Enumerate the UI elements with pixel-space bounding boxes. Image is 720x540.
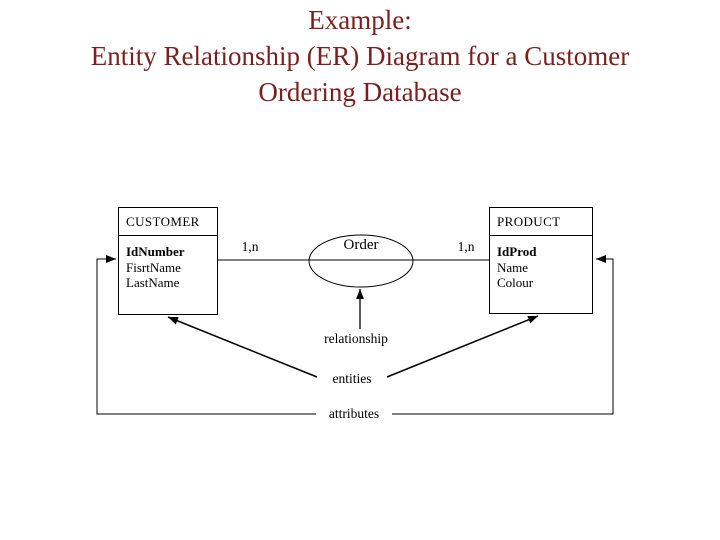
order-relationship-ellipse bbox=[308, 234, 414, 288]
annotation-relationship-label: relationship bbox=[324, 331, 388, 346]
customer-entity-header: CUSTOMER bbox=[119, 208, 217, 236]
attribute-row: FisrtName bbox=[126, 259, 181, 275]
product-attribute-list: IdProd Name Colour bbox=[490, 236, 592, 291]
customer-entity-box: CUSTOMER IdNumber FisrtName LastName bbox=[118, 207, 218, 315]
cardinality-right-label: 1,n bbox=[457, 239, 475, 254]
product-entity-header: PRODUCT bbox=[490, 208, 592, 236]
title-line: Example: bbox=[308, 5, 412, 35]
attributes-annotation-line-left bbox=[96, 255, 316, 415]
product-key-attribute: IdProd bbox=[497, 244, 537, 259]
customer-attribute-list: IdNumber FisrtName LastName bbox=[119, 236, 217, 291]
attributes-annotation-line-right bbox=[392, 255, 614, 415]
attribute-row: LastName bbox=[126, 275, 180, 290]
customer-key-attribute: IdNumber bbox=[126, 244, 185, 259]
relationship-name-label: Order bbox=[343, 237, 379, 253]
annotation-attributes-label: attributes bbox=[328, 406, 380, 421]
annotation-entities-label: entities bbox=[332, 371, 372, 386]
attribute-row: Colour bbox=[497, 275, 534, 290]
entities-annotation-arrow-right bbox=[386, 315, 539, 378]
entities-annotation-arrow-left bbox=[167, 316, 318, 378]
title-line: Entity Relationship (ER) Diagram for a C… bbox=[90, 41, 630, 71]
attribute-row: Name bbox=[497, 259, 529, 275]
title-line: Ordering Database bbox=[258, 77, 462, 107]
cardinality-left-label: 1,n bbox=[241, 239, 259, 254]
product-entity-box: PRODUCT IdProd Name Colour bbox=[489, 207, 593, 314]
page-title: Example: Entity Relationship (ER) Diagra… bbox=[0, 2, 720, 110]
